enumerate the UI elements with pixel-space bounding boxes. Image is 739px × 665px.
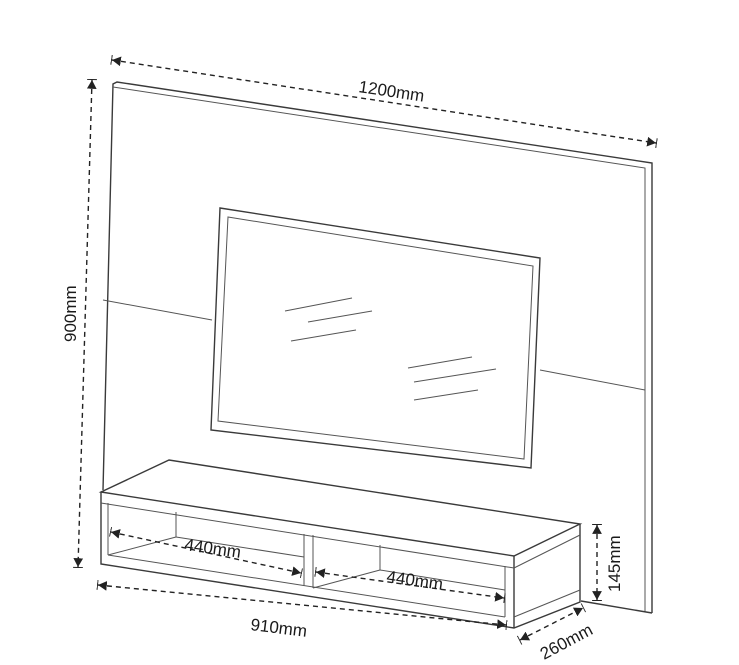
- panel-width-label: 1200mm: [357, 77, 425, 106]
- dimension-shelf-height: 145mm: [592, 524, 624, 601]
- left-compartment-label: 440mm: [183, 535, 242, 562]
- right-compartment-label: 440mm: [385, 567, 444, 594]
- panel-seam-right: [539, 369, 646, 391]
- screen-glare: [284, 297, 497, 401]
- dimension-shelf-depth: 260mm: [516, 603, 596, 664]
- dimension-panel-height: 900mm: [61, 78, 97, 569]
- panel-height-label: 900mm: [61, 285, 80, 342]
- floating-shelf: [98, 459, 583, 629]
- dimension-shelf-width: 910mm: [96, 580, 508, 641]
- dimension-panel-width: 1200mm: [110, 55, 658, 148]
- panel-seam-left: [102, 299, 213, 321]
- wall-panel: [102, 81, 653, 614]
- shelf-width-label: 910mm: [250, 615, 309, 641]
- tv-screen: [210, 207, 541, 469]
- dimension-right-compartment: 440mm: [314, 567, 506, 603]
- shelf-height-label: 145mm: [605, 535, 624, 592]
